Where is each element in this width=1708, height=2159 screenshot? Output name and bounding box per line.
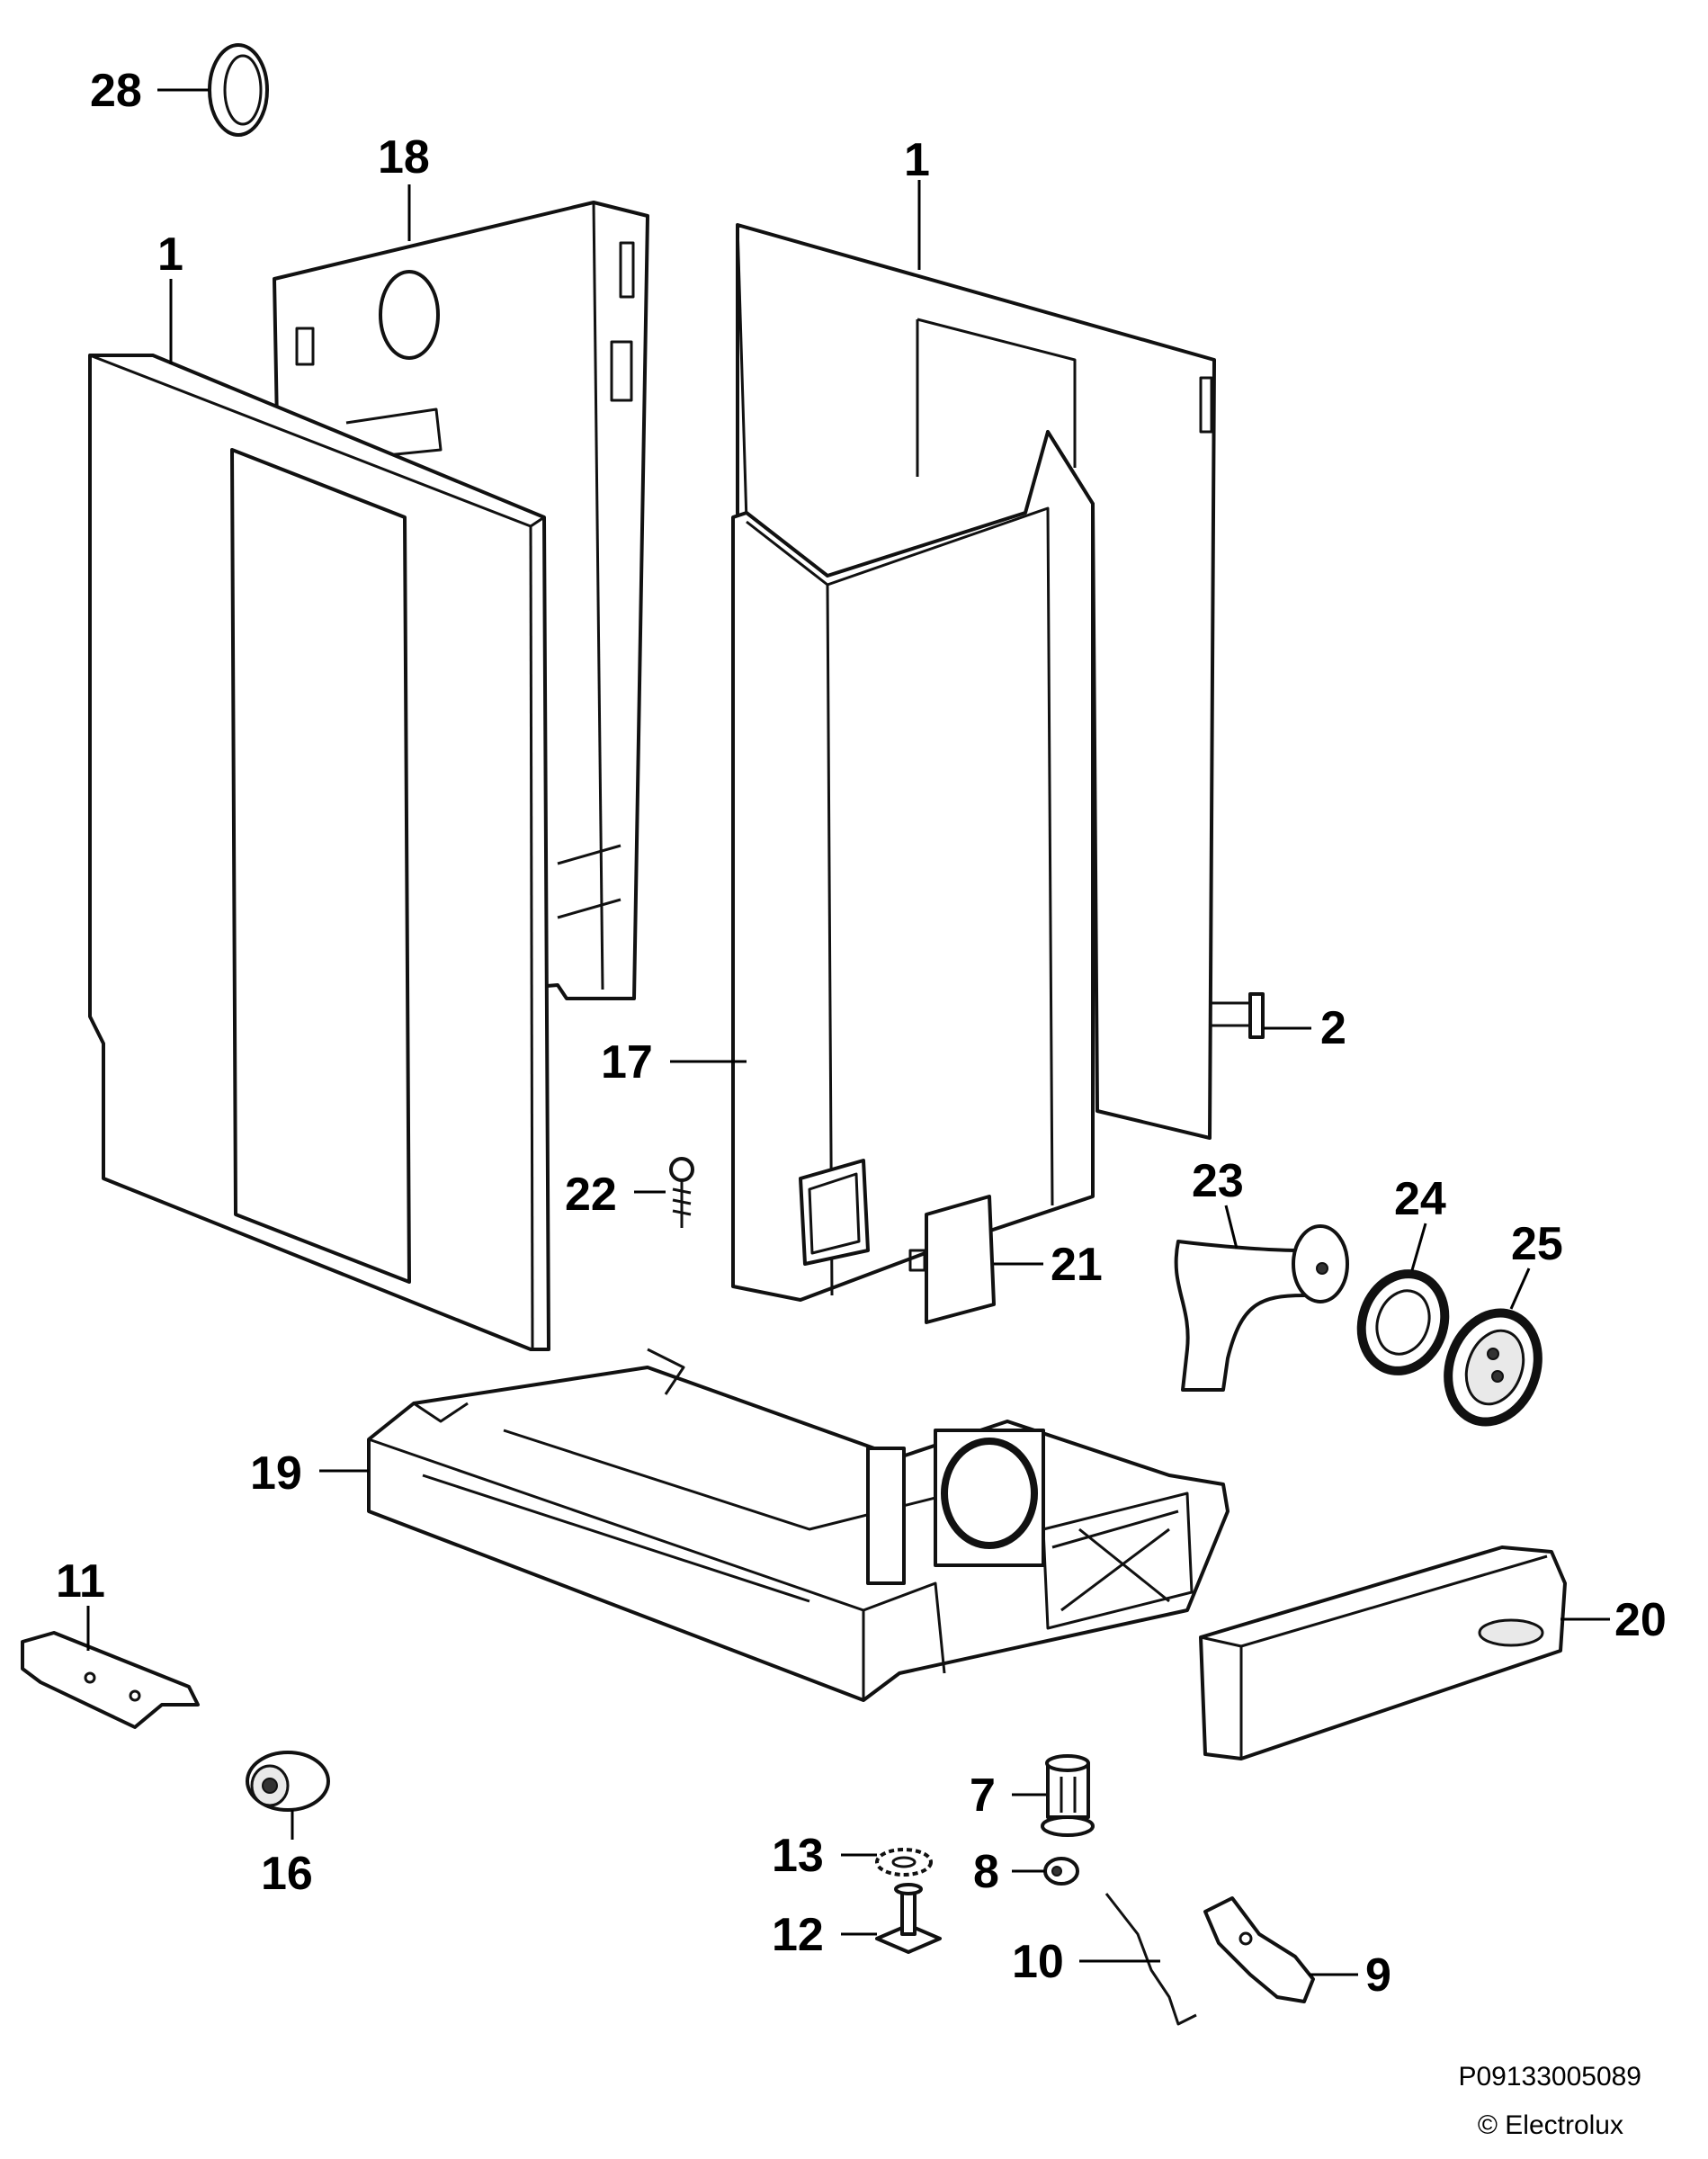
callout-10: 10 [1012,1936,1064,1988]
part-25-cap [1444,1308,1543,1427]
part-1-left-side-panel [88,354,550,1351]
callout-22: 22 [565,1169,617,1221]
part-22-screw [669,1157,694,1228]
callout-16: 16 [261,1848,313,1900]
footer: P09133005089 © Electrolux [1458,2062,1641,2140]
callout-13: 13 [772,1830,824,1882]
leader-24 [1410,1223,1427,1271]
leader-25 [1509,1268,1531,1310]
leader-lines [86,88,1610,1976]
copyright-notice: © Electrolux [1478,2110,1623,2140]
part-13-washer [875,1848,933,1877]
callout-24: 24 [1394,1173,1446,1225]
part-9-handle [1203,1896,1315,2003]
callout-20: 20 [1614,1594,1667,1646]
callout-1-right: 1 [904,134,930,186]
leader-23 [1224,1205,1239,1250]
part-21-lid [908,1195,996,1324]
callout-9: 9 [1365,1949,1391,2002]
part-17-front-cover [731,430,1095,1302]
callout-7: 7 [970,1769,996,1822]
part-10-rod [1104,1893,1197,2026]
part-8-nut [1043,1857,1079,1886]
callout-21: 21 [1051,1239,1103,1291]
part-16-bushing [246,1751,330,1812]
callout-19: 19 [250,1447,302,1500]
part-23-hose [1174,1224,1349,1392]
callout-28: 28 [90,65,142,117]
part-11-bracket [21,1631,200,1729]
part-2-clip [1210,992,1265,1039]
callout-labels: 28 18 1 1 2 17 22 21 23 24 25 19 20 11 1… [56,65,1667,2002]
drawing-code: P09133005089 [1458,2062,1641,2092]
callout-2: 2 [1320,1002,1346,1054]
callout-23: 23 [1192,1155,1244,1207]
callout-12: 12 [772,1909,824,1961]
part-19-base-frame [367,1348,1230,1702]
callout-17: 17 [601,1036,653,1088]
callout-25: 25 [1511,1218,1563,1270]
part-20-drawer-front [1199,1545,1567,1760]
part-24-seal [1356,1269,1450,1375]
part-7-foot [1041,1754,1095,1837]
callout-8: 8 [973,1846,999,1898]
callout-11: 11 [56,1555,105,1608]
callout-1-left: 1 [157,228,183,281]
callout-18: 18 [378,131,430,184]
part-12-leveling-foot [875,1883,942,1954]
part-28-ring [208,43,269,137]
